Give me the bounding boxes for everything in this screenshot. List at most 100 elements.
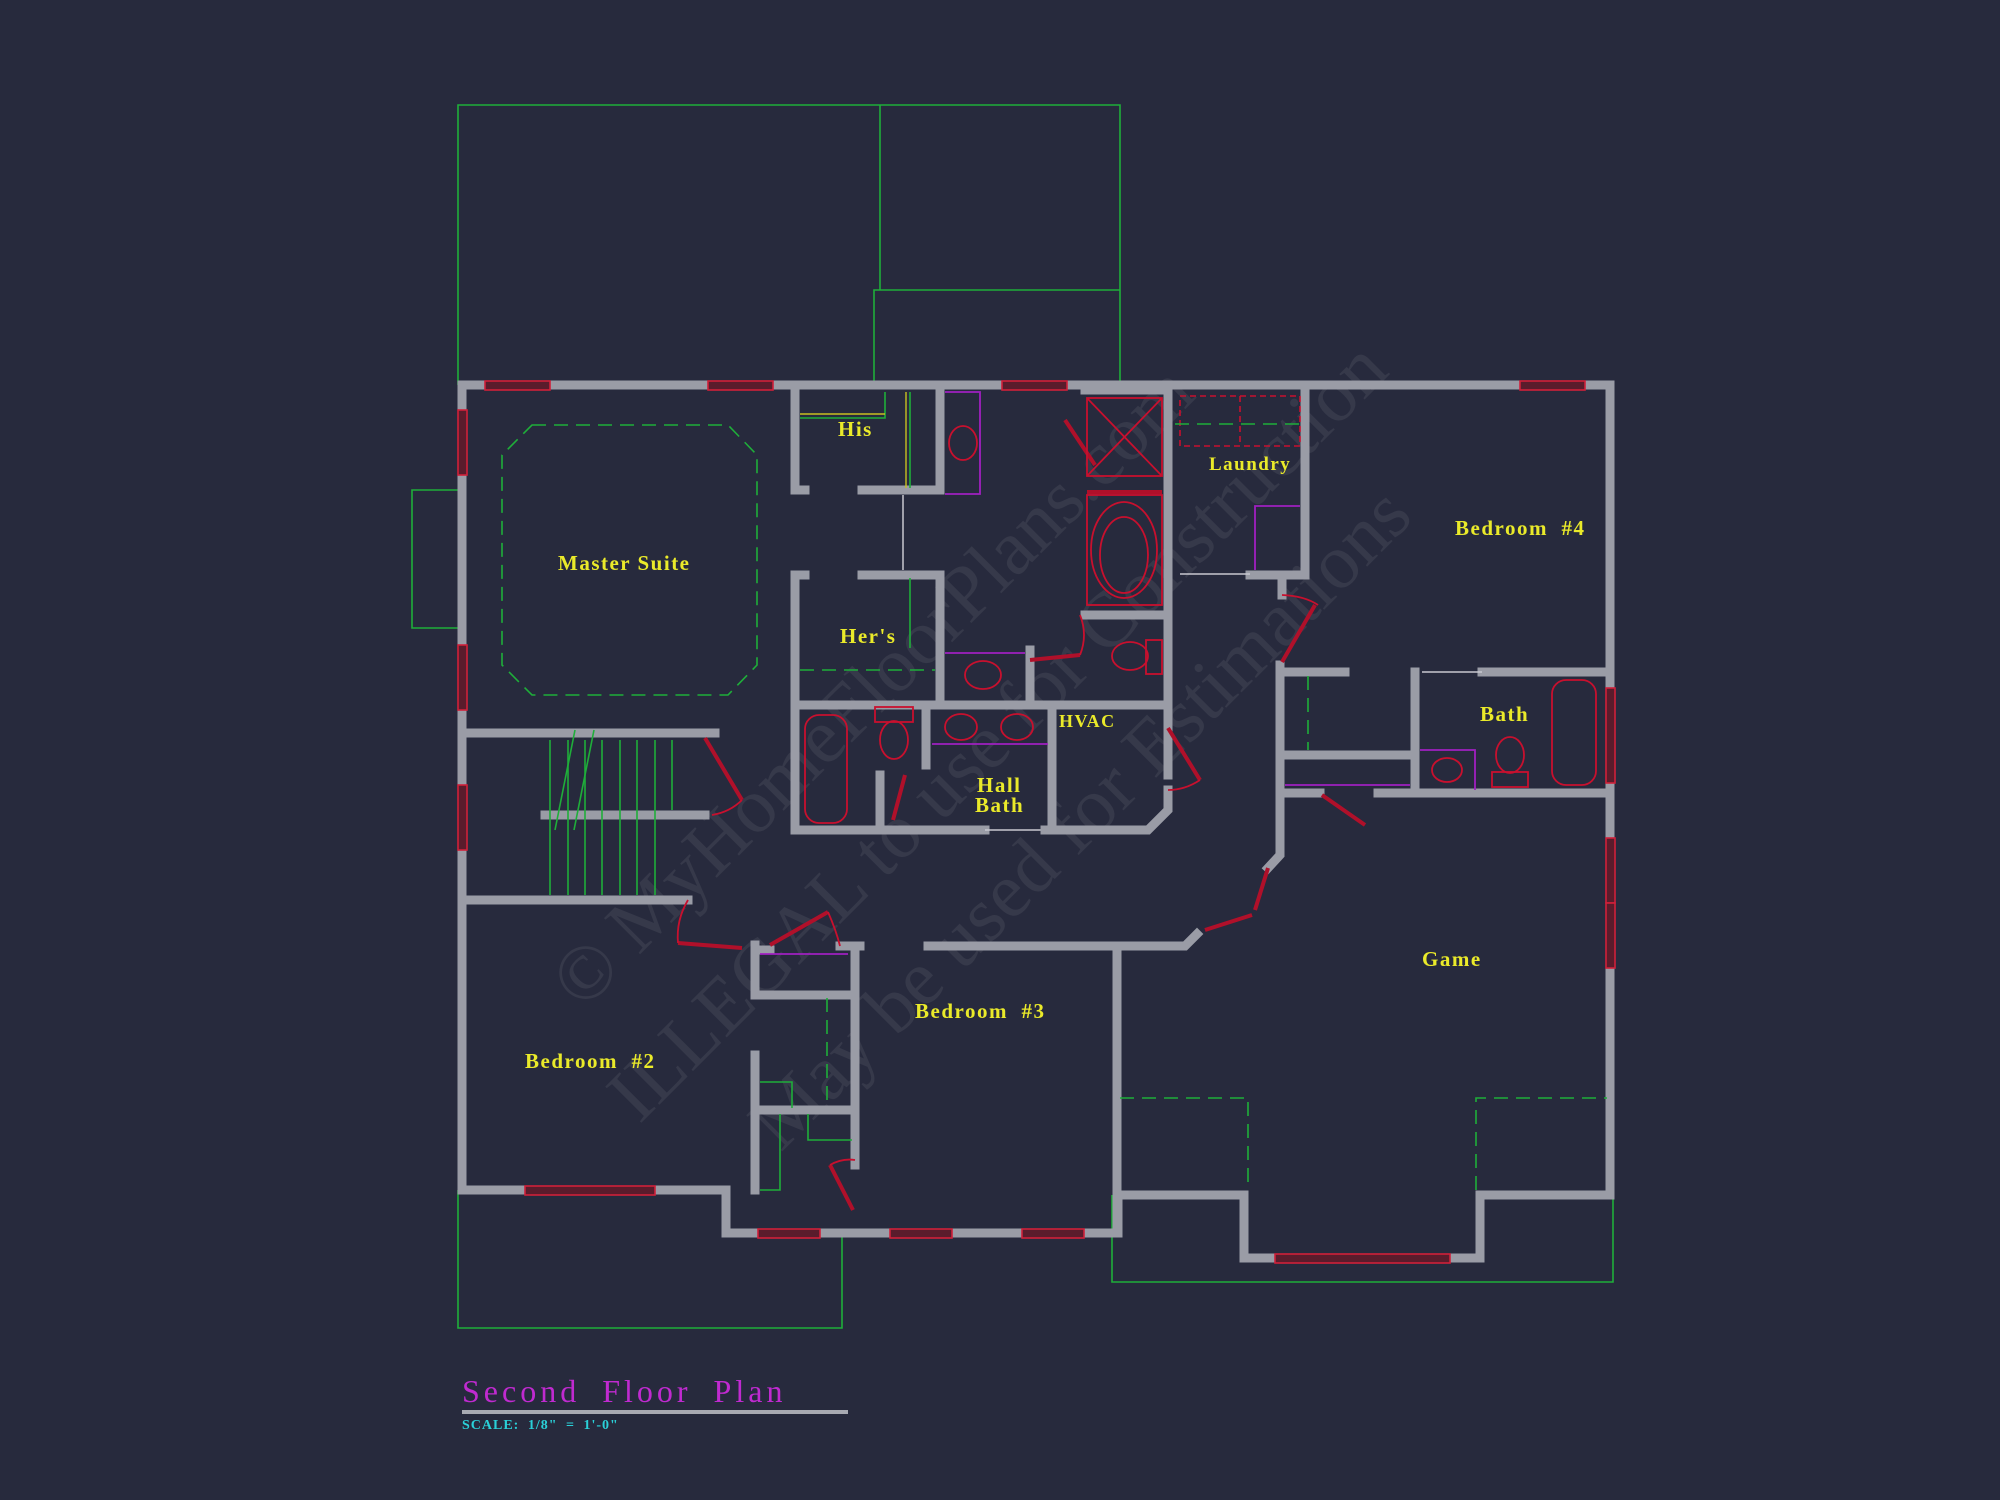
toilet-tank bbox=[1145, 639, 1163, 675]
stairs bbox=[549, 729, 673, 895]
title-block: Second Floor Plan SCALE: 1/8" = 1'-0" bbox=[462, 1374, 848, 1434]
toilet-tank bbox=[1491, 771, 1529, 788]
wall-bedroom3-top bbox=[923, 927, 1204, 951]
door-swing bbox=[1079, 614, 1085, 656]
window bbox=[457, 644, 468, 711]
shelf bbox=[807, 1114, 852, 1141]
wall-his-bottom bbox=[857, 385, 945, 495]
door-swing bbox=[829, 1158, 856, 1166]
room-label-bedroom-3: Bedroom #3 bbox=[915, 999, 1045, 1023]
wall-laundry-right bbox=[1245, 385, 1310, 580]
bathtub-inner bbox=[1099, 516, 1149, 594]
window bbox=[524, 1185, 656, 1196]
window bbox=[1001, 380, 1068, 391]
title-underline bbox=[462, 1410, 848, 1414]
room-labels: Master Suite His Her's Laundry Bedroom #… bbox=[525, 417, 1585, 1073]
vanity-counter bbox=[945, 391, 981, 495]
wall-bath-group-left bbox=[1261, 660, 1285, 875]
shelf bbox=[800, 392, 886, 419]
plan-scale: SCALE: 1/8" = 1'-0" bbox=[462, 1418, 619, 1433]
roof-valley-line bbox=[873, 289, 1120, 385]
wall-closet-b2-top bbox=[750, 940, 860, 1000]
shelf bbox=[760, 1114, 781, 1191]
closet-shelves bbox=[760, 392, 1309, 1191]
room-label-bath: Bath bbox=[1480, 702, 1529, 726]
bathtub bbox=[804, 714, 848, 824]
ceiling-outline-left bbox=[1120, 1097, 1249, 1190]
room-label-master-suite: Master Suite bbox=[558, 551, 691, 575]
roof-outline-top bbox=[457, 104, 1121, 385]
room-label-hall-bath-line2: Bath bbox=[975, 793, 1024, 817]
door-bedroom4 bbox=[1280, 603, 1317, 664]
door-hall-bath-tub bbox=[891, 774, 907, 821]
toilet bbox=[879, 720, 909, 760]
room-label-his: His bbox=[838, 417, 873, 441]
wall-hvac-bottom bbox=[1040, 785, 1173, 835]
stair-break-line bbox=[573, 729, 595, 831]
door-swing bbox=[827, 911, 841, 947]
wall-hers-top bbox=[857, 570, 945, 710]
ceiling-outline-right bbox=[1475, 1097, 1607, 1190]
doors bbox=[676, 418, 1367, 1211]
roof-outline-bottom-right bbox=[1111, 1195, 1614, 1283]
roof-outlines bbox=[411, 104, 1614, 1329]
door-b2-closet bbox=[769, 910, 829, 947]
door-swing bbox=[1281, 594, 1319, 606]
room-label-bedroom-4: Bedroom #4 bbox=[1455, 516, 1585, 540]
wall-his-left bbox=[790, 385, 810, 495]
shelf bbox=[760, 1081, 793, 1108]
bathtub bbox=[1090, 501, 1158, 599]
laundry-counter bbox=[1254, 505, 1300, 570]
stair-break-line bbox=[554, 729, 576, 831]
window bbox=[1605, 687, 1616, 784]
wall-hall-bath-left bbox=[790, 700, 990, 835]
door-shower bbox=[1063, 418, 1097, 467]
room-label-hall-bath-line1: Hall bbox=[977, 773, 1022, 797]
watermark-line-1: © MyHomeFloorPlans.com bbox=[533, 347, 1209, 1023]
room-label-game: Game bbox=[1422, 947, 1482, 971]
sink bbox=[964, 660, 1002, 690]
door-swing bbox=[676, 899, 689, 944]
plan-title: Second Floor Plan bbox=[462, 1373, 787, 1409]
sink bbox=[1431, 757, 1463, 783]
door-swing bbox=[1167, 779, 1201, 791]
door-game-2 bbox=[1204, 913, 1253, 932]
bay-outline bbox=[411, 489, 462, 629]
tub-deck bbox=[1086, 494, 1163, 606]
bath-fixtures bbox=[760, 679, 1597, 955]
door-swing bbox=[711, 799, 743, 816]
window bbox=[457, 784, 468, 851]
tray-ceiling-outline bbox=[501, 424, 758, 696]
master-bath-fixtures bbox=[945, 391, 1163, 690]
sink bbox=[944, 713, 978, 741]
door-stair bbox=[703, 736, 744, 802]
sink bbox=[1000, 713, 1034, 741]
window bbox=[1605, 902, 1616, 969]
hall-bath-fixtures bbox=[804, 706, 1048, 824]
door-wc bbox=[1029, 653, 1081, 662]
door-bedroom2 bbox=[677, 941, 743, 950]
vanity-counter bbox=[1420, 749, 1476, 790]
window bbox=[1605, 837, 1616, 904]
window bbox=[1274, 1253, 1451, 1264]
window bbox=[484, 380, 551, 391]
shower bbox=[1086, 397, 1163, 477]
door-bedroom3-closet bbox=[828, 1164, 855, 1211]
shower-drain-line bbox=[1086, 397, 1163, 477]
window bbox=[1021, 1228, 1085, 1239]
toilet-tank bbox=[874, 706, 914, 723]
laundry-appliances bbox=[1175, 395, 1301, 570]
game-room-ceiling-outlines bbox=[1120, 1097, 1607, 1190]
windows bbox=[457, 380, 1616, 1264]
door-game-1 bbox=[1253, 867, 1270, 911]
window bbox=[1519, 380, 1586, 391]
toilet bbox=[1111, 641, 1149, 671]
door-hvac bbox=[1166, 726, 1202, 782]
wall-hers-left bbox=[790, 570, 810, 710]
room-label-hers: Her's bbox=[840, 624, 896, 648]
roof-outline-bottom-left bbox=[457, 1190, 843, 1329]
room-label-laundry: Laundry bbox=[1209, 454, 1291, 475]
bathtub bbox=[1551, 679, 1597, 786]
window bbox=[889, 1228, 953, 1239]
